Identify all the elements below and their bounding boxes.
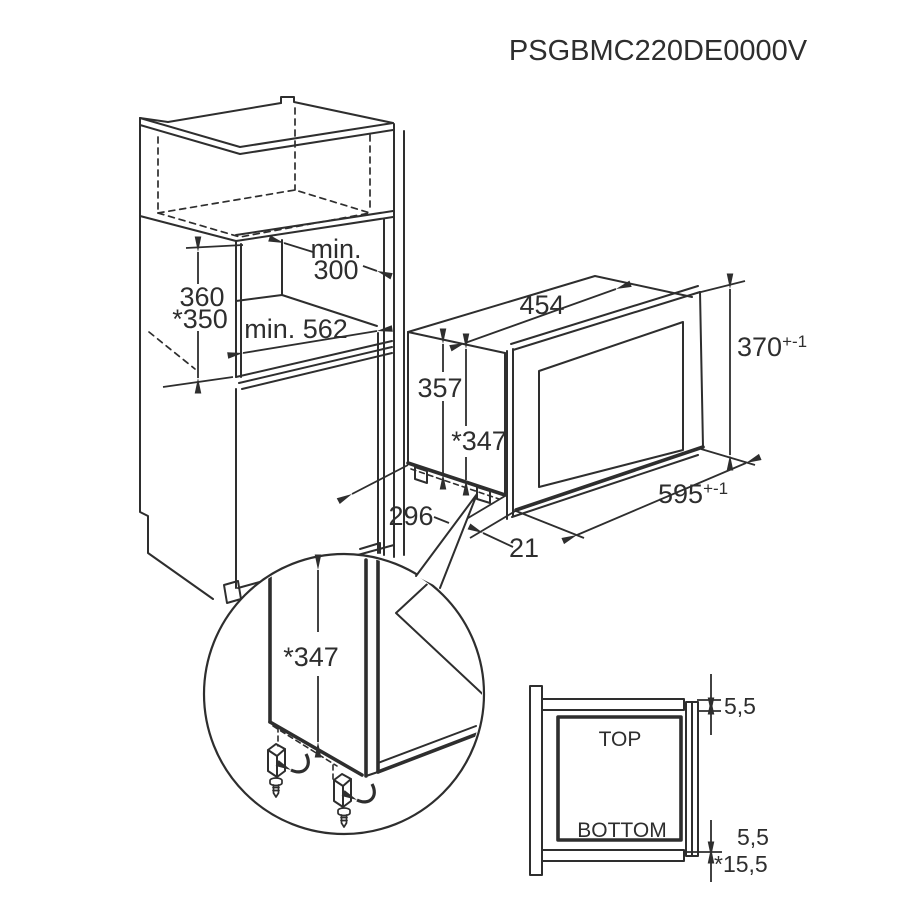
- dim-oven-front-height: 370+-1: [737, 332, 807, 362]
- screw-icon: [337, 807, 351, 828]
- dim-oven-top-width: 454: [519, 290, 564, 320]
- dim-door-offset: 21: [509, 533, 539, 563]
- side-view: TOP BOTTOM 5,5 5,5 *15,5: [529, 674, 769, 882]
- oven-profile: [556, 715, 683, 842]
- rotate-arrow-icon: [341, 783, 376, 804]
- side-view-bottom-label: BOTTOM: [577, 819, 666, 842]
- dim-niche-depth-value: 300: [313, 255, 358, 285]
- detail-callout: [416, 494, 477, 588]
- dim-oven-height: 357: [417, 373, 462, 403]
- side-view-top-label: TOP: [599, 728, 642, 751]
- dim-niche-width: min. 562: [244, 314, 348, 344]
- dim-niche-height-adjusted: *350: [172, 304, 228, 334]
- dim-gap-bottom: 5,5: [737, 824, 769, 850]
- dimension-annotations: min. 300 360 *350 min. 562 454 357 *347 …: [162, 234, 807, 563]
- dim-oven-rear-depth: 296: [388, 501, 433, 531]
- page-title: PSGBMC220DE0000V: [509, 35, 808, 67]
- dim-niche-depth-min: min.: [310, 234, 361, 264]
- dim-detail-height-adjusted: *347: [283, 642, 339, 672]
- rotate-arrow-icon: [275, 753, 310, 774]
- screw-icon: [269, 777, 283, 798]
- cabinet-drawing: [139, 96, 405, 604]
- dim-oven-height-adjusted: *347: [451, 426, 507, 456]
- dim-gap-total: *15,5: [714, 851, 768, 877]
- dim-niche-height-value: 360: [179, 282, 224, 312]
- detail-circle: *347: [202, 493, 486, 836]
- dim-gap-top: 5,5: [724, 693, 756, 719]
- oven-foot: [414, 466, 428, 484]
- oven-door-window: [538, 321, 684, 488]
- dim-oven-front-width: 595+-1: [658, 479, 728, 509]
